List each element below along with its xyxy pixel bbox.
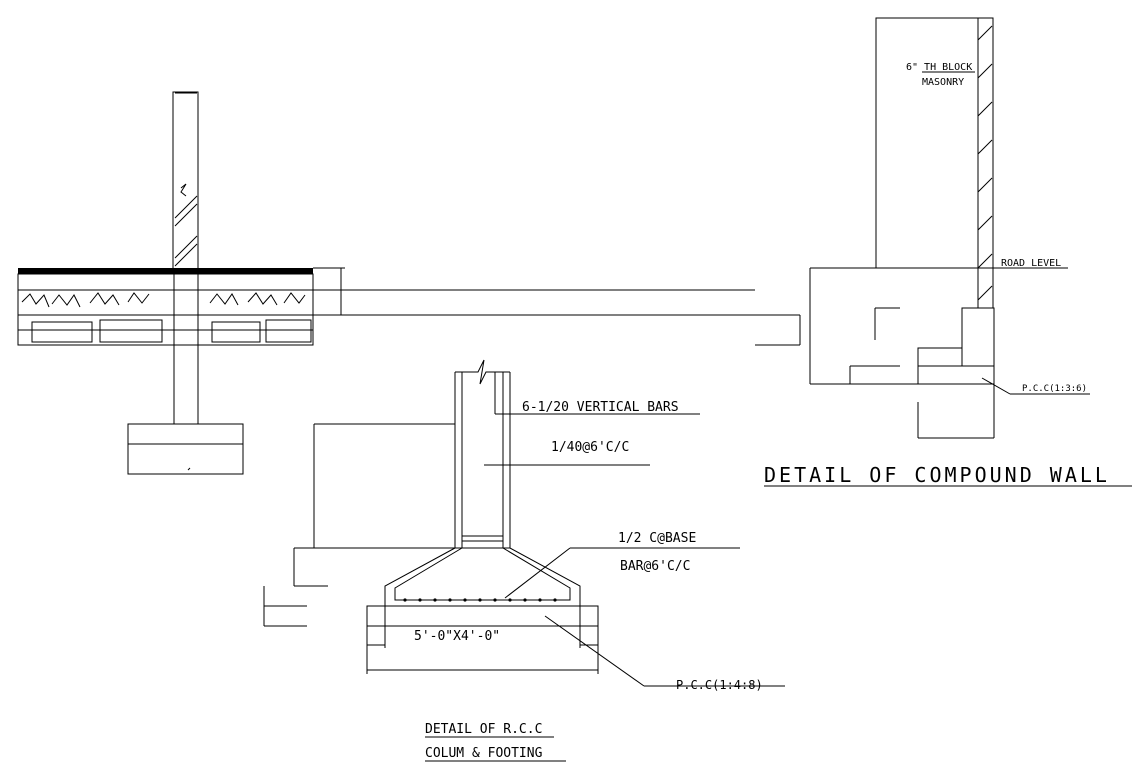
footing-pcc-bed <box>366 605 599 627</box>
column-below-floor <box>173 273 199 425</box>
footing-pcc-label: P.C.C(1:4:8) <box>676 678 763 692</box>
footing-size-label: 5'-0"X4'-0" <box>414 629 500 644</box>
rubble-layer <box>17 289 314 316</box>
vertical-bars-label: 6-1/20 VERTICAL BARS <box>522 400 679 415</box>
compound-pcc-label: P.C.C(1:3:6) <box>1022 384 1087 394</box>
footing-title-1: DETAIL OF R.C.C <box>425 722 542 737</box>
base-bar-label-2: BAR@6'C/C <box>620 559 690 574</box>
base-bars <box>403 598 557 602</box>
column-footing-pad <box>127 423 244 445</box>
floor-finish <box>18 268 313 274</box>
wall-hatch <box>977 25 993 301</box>
rubble-stones <box>21 292 306 308</box>
wall-foundation <box>961 307 995 367</box>
rcc-footing-section: 6-1/20 VERTICAL BARS 1/40@6'C/C 1/2 C@BA… <box>263 359 785 762</box>
road-level-label: ROAD LEVEL <box>1001 258 1061 269</box>
column-break-mark <box>455 359 510 385</box>
block-masonry-wall <box>875 17 994 269</box>
footing-title-2: COLUM & FOOTING <box>425 746 543 761</box>
column-floor-section <box>17 91 801 475</box>
block-label-1: 6" TH BLOCK <box>906 62 972 73</box>
compound-pcc-bed <box>917 365 995 385</box>
base-bar-label-1: 1/2 C@BASE <box>618 531 696 546</box>
column-shaft <box>172 91 199 271</box>
ties-label: 1/40@6'C/C <box>551 440 629 455</box>
block-label-2: MASONRY <box>922 77 964 88</box>
compound-wall-section: 6" TH BLOCK MASONRY ROAD LEVEL P.C.C(1:3… <box>764 17 1132 487</box>
compound-wall-title: DETAIL OF COMPOUND WALL <box>764 463 1110 487</box>
